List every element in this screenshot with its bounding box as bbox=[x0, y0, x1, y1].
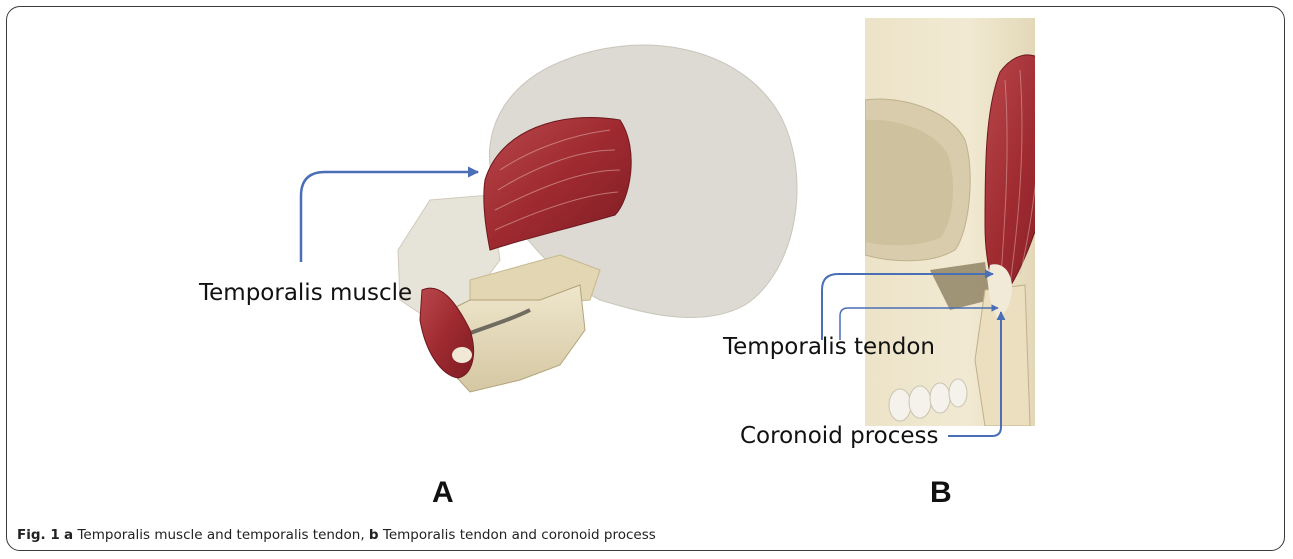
temporalis-tendon-label: Temporalis tendon bbox=[723, 336, 935, 359]
panel-a-label: A bbox=[432, 478, 454, 508]
temporalis-muscle-label: Temporalis muscle bbox=[199, 282, 412, 305]
caption-part-a-letter: a bbox=[64, 527, 73, 543]
caption-part-b-letter: b bbox=[369, 527, 379, 543]
caption-part-a-text: Temporalis muscle and temporalis tendon, bbox=[73, 527, 369, 543]
caption-fig-label: Fig. 1 bbox=[17, 527, 60, 543]
coronoid-process-label: Coronoid process bbox=[740, 425, 939, 448]
figure-caption: Fig. 1 a Temporalis muscle and temporali… bbox=[17, 527, 656, 543]
panel-b-label: B bbox=[930, 478, 952, 508]
skull-closeup-illustration bbox=[865, 18, 1061, 426]
caption-part-b-text: Temporalis tendon and coronoid process bbox=[379, 527, 656, 543]
